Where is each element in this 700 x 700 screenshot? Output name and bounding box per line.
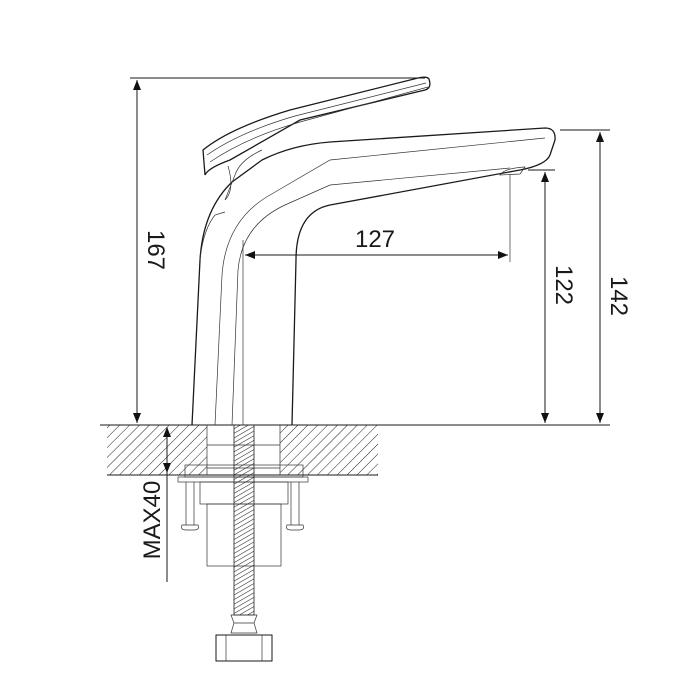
dimension-127: 127 <box>242 175 511 425</box>
dimension-142: 142 <box>560 129 632 423</box>
supply-hose-rod <box>215 424 273 662</box>
dimension-max40: MAX40 <box>139 427 171 582</box>
dimension-label-122: 122 <box>550 265 577 305</box>
dimension-167: 167 <box>130 77 425 423</box>
dimension-label-max40: MAX40 <box>139 481 166 560</box>
dimension-122: 122 <box>528 169 577 423</box>
countertop-section <box>100 424 610 476</box>
dimension-label-167: 167 <box>142 230 169 270</box>
dimension-label-127: 127 <box>355 226 395 253</box>
dimension-label-142: 142 <box>605 276 632 316</box>
faucet-handle <box>202 76 431 201</box>
faucet-body <box>191 127 556 426</box>
